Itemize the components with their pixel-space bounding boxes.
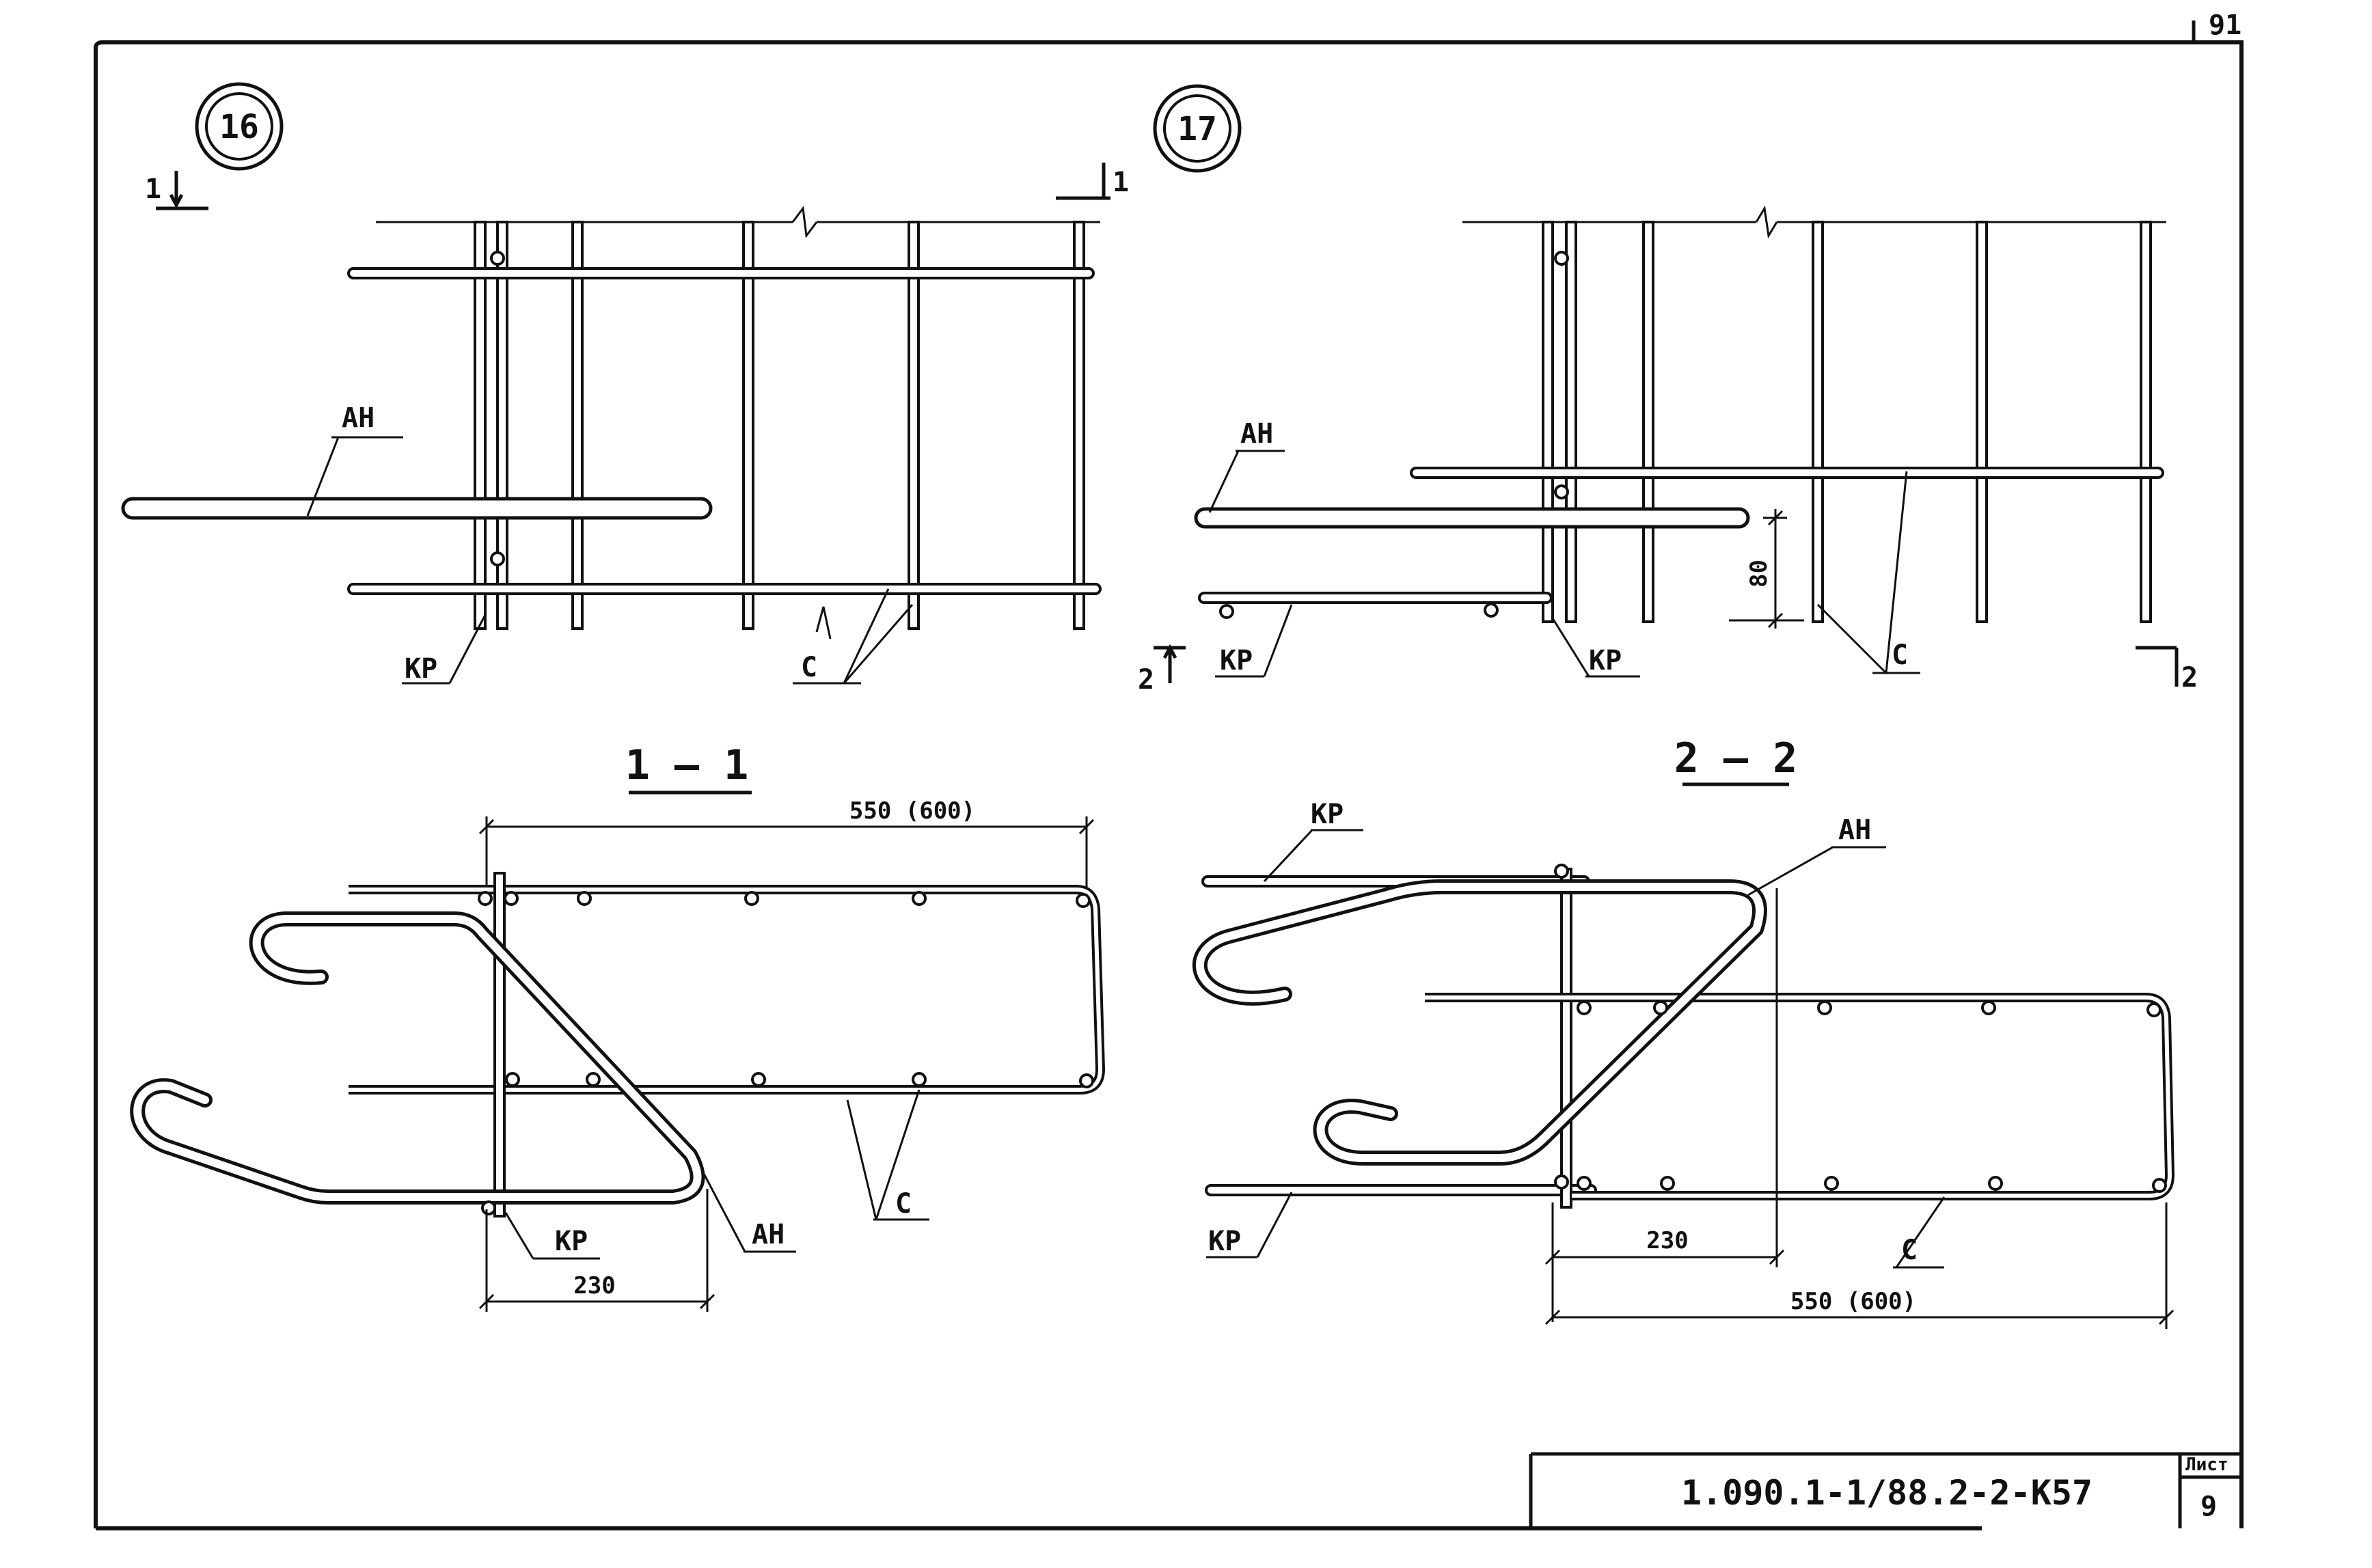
section11-label-kr: КР [555,1226,588,1257]
node16-label-kr: КР [405,653,437,685]
section-mark-2-right-text: 2 [2181,662,2198,693]
node16-anchor-bar [121,497,713,520]
node16-marker-text: 16 [219,108,259,146]
section11-leaders [504,1089,929,1260]
node17-label-kr-left: КР [1220,645,1253,676]
section22-dim-230 [1544,888,1785,1322]
node17-marker: 17 [1153,84,1242,173]
section11-stirrup [349,885,1106,1095]
node16-small-circles [490,251,505,566]
sheet-number: 9 [2200,1491,2217,1522]
node16-break-line [376,206,1100,238]
section-mark-1-left-text: 1 [145,174,161,205]
section22-anchor-bar [1192,879,1767,1166]
section-mark-1-right-text: 1 [1113,167,1129,198]
node16-bottom-break [815,606,832,639]
section-mark-1-right [1056,163,1110,200]
node17-leaders [1208,450,1920,678]
sheet-frame [94,20,2244,1530]
corner-number: 91 [2209,10,2241,41]
section22-label-kr-bottom: КР [1208,1226,1241,1257]
section11-kr-bar [493,872,506,1218]
section22-kr-vertical [1560,868,1572,1209]
node16-leaders [306,436,914,685]
node16-horizontal-bars [347,267,1102,595]
section22-title: 2 – 2 [1674,734,1798,782]
section11-label-an: АН [752,1219,785,1250]
section11-dim-550-text: 550 (600) [849,797,975,825]
section11-dim-230-text: 230 [573,1272,615,1299]
section22-kr-bottom-bar [1205,1184,1597,1196]
section22-dim-230-text: 230 [1646,1227,1688,1254]
section22-leaders [1206,829,1946,1269]
section-mark-2-right [2136,646,2179,687]
node16-label-c: С [801,652,817,683]
section-mark-2-left [1154,644,1186,683]
section-mark-1-left [156,171,208,210]
node17-label-an: АН [1240,418,1273,450]
section22-stirrup [1425,993,2175,1200]
title-block [1529,1452,2241,1528]
node17-label-kr-right: КР [1589,645,1622,676]
node17-small-circles [1219,251,1569,619]
node17-dim-80-text: 80 [1745,560,1773,588]
node16-marker: 16 [195,82,284,171]
section11-dim-550 [478,816,1095,898]
node17-anchor-bar [1194,507,1750,529]
section22-dim-550 [1544,1202,2175,1329]
section11-label-c: С [895,1188,912,1220]
node17-dim-80 [1729,509,1804,629]
section11-anchor-bar [130,911,705,1205]
document-code: 1.090.1-1/88.2-2-К57 [1681,1473,2092,1513]
node17-label-c: С [1892,639,1908,671]
section22-label-kr-top: КР [1311,799,1344,830]
section11-bar-dots [478,891,1094,1215]
section-mark-2-left-text: 2 [1138,664,1154,696]
section22-label-an: АН [1838,814,1871,846]
section11-title: 1 – 1 [625,741,749,789]
node17-marker-text: 17 [1177,110,1217,148]
sheet-label: Лист [2185,1455,2228,1475]
node17-horizontal-bars [1198,467,2164,604]
section11-dim-230 [478,1189,715,1312]
node17-vertical-bars [1542,221,2152,623]
node17-break-line [1462,205,2166,239]
section22-dim-550-text: 550 (600) [1790,1288,1916,1315]
node16-label-an: АН [342,402,374,434]
node16-vertical-bars [474,221,1085,630]
section22-bar-dots [1554,864,2167,1193]
section22-label-c: С [1901,1235,1918,1266]
